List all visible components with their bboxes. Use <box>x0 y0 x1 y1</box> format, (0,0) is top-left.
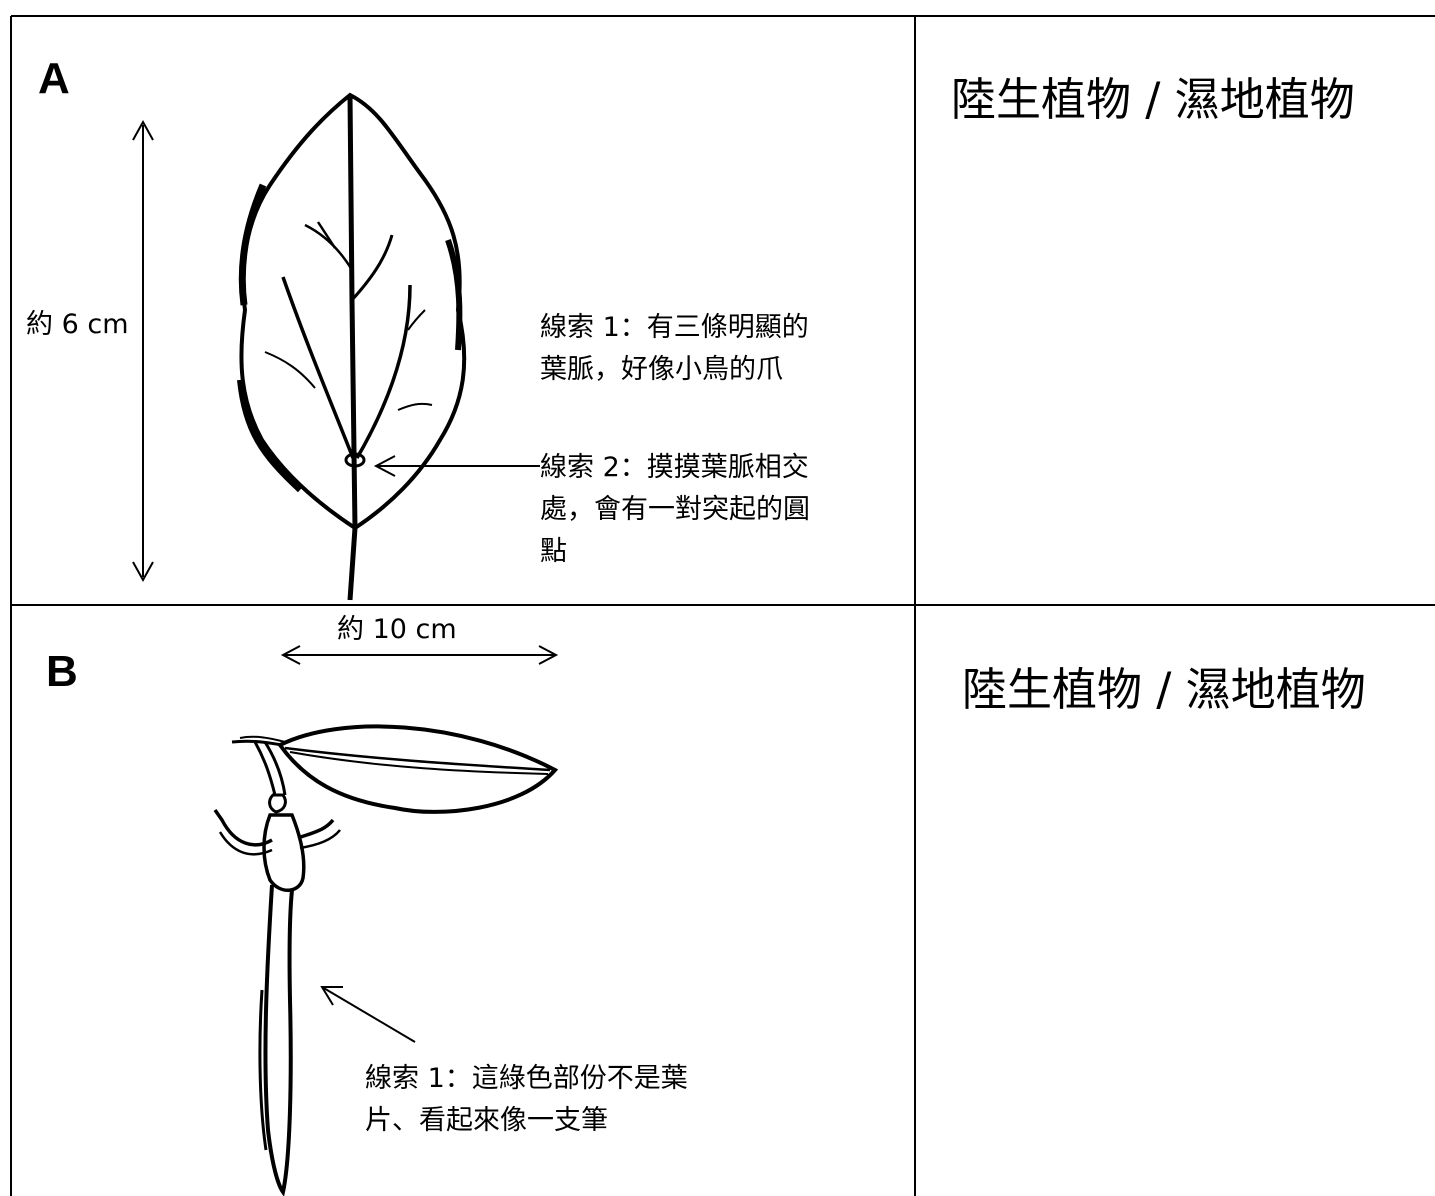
panel-b-clue-1: 線索 1：這綠色部份不是葉 片、看起來像一支筆 <box>365 1063 688 1136</box>
panel-b-label: B <box>46 647 78 696</box>
panel-a-label: A <box>38 54 70 103</box>
panel-a-plant-type-choice: 陸生植物 / 濕地植物 <box>951 73 1355 126</box>
panel-b-plant-type-choice: 陸生植物 / 濕地植物 <box>962 663 1366 716</box>
panel-a-dimension-label: 約 6 cm <box>26 309 129 340</box>
seedling-leaf <box>277 724 559 814</box>
seedling-hypocotyl <box>263 884 294 1196</box>
leaf-a-midrib <box>347 94 358 601</box>
panel-a-clue-2: 線索 2：摸摸葉脈相交 處，會有一對突起的圓 點 <box>540 452 810 567</box>
leaf-a-junction-dots <box>344 452 366 468</box>
panel-b-dimension-label: 約 10 cm <box>337 614 457 645</box>
panel-a-clue-1: 線索 1：有三條明顯的 葉脈，好像小鳥的爪 <box>540 312 809 385</box>
